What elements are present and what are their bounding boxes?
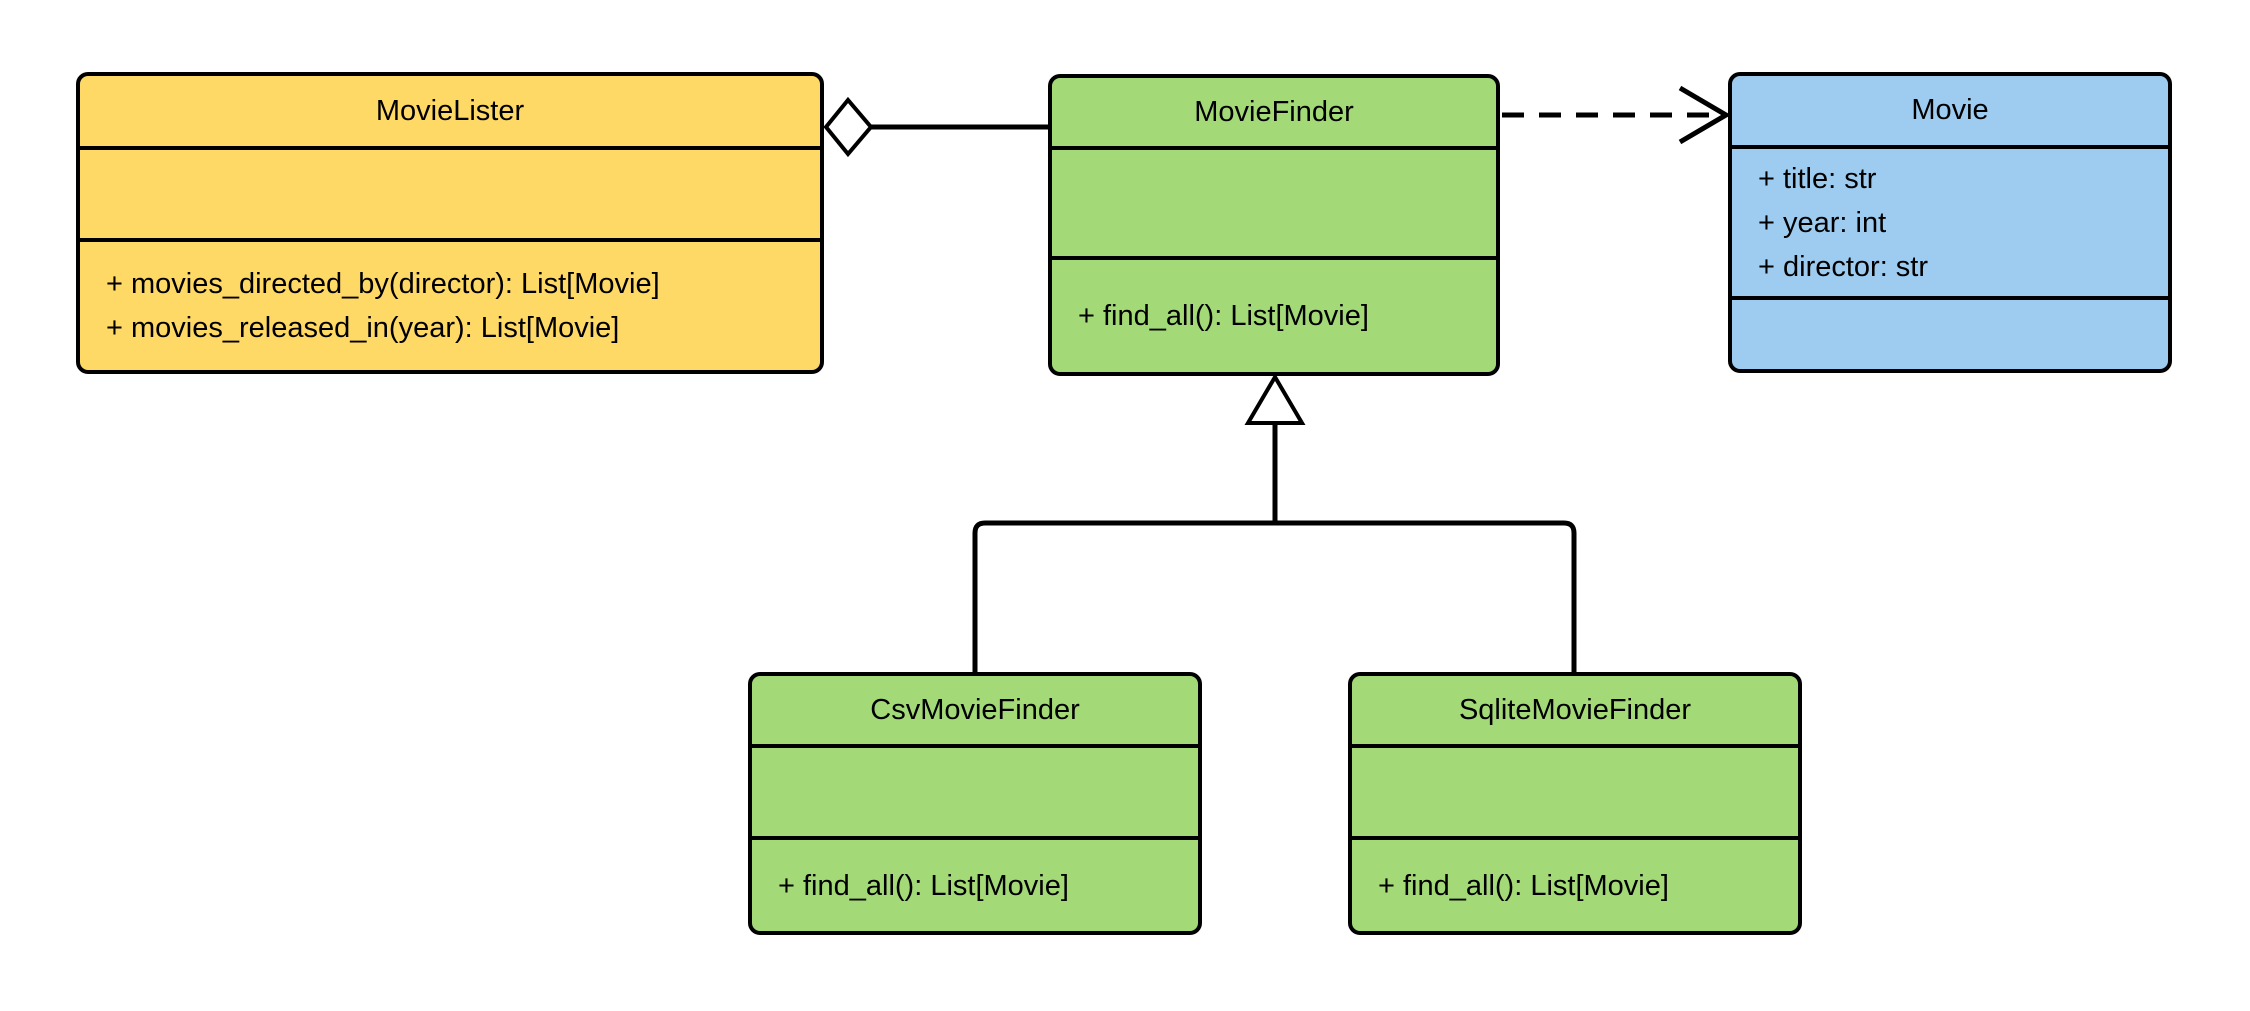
generalization-branch-line	[972, 520, 1577, 672]
class-methods-movie	[1732, 296, 2168, 369]
class-attributes-csvmoviefinder	[752, 744, 1198, 836]
class-attributes-movielister	[80, 146, 820, 238]
class-title-moviefinder: MovieFinder	[1052, 78, 1496, 146]
class-box-sqlitemoviefinder: SqliteMovieFinder + find_all(): List[Mov…	[1348, 672, 1802, 935]
method-label: + find_all(): List[Movie]	[778, 869, 1069, 902]
class-methods-moviefinder: + find_all(): List[Movie]	[1052, 256, 1496, 372]
class-name-label: MovieLister	[375, 94, 525, 127]
attribute-label: + director: str	[1758, 250, 1929, 283]
class-title-sqlitemoviefinder: SqliteMovieFinder	[1352, 676, 1798, 744]
method-label: + movies_released_in(year): List[Movie]	[106, 312, 620, 344]
class-attributes-movie: + title: str + year: int + director: str	[1732, 145, 2168, 296]
class-title-movie: Movie	[1732, 76, 2168, 145]
class-name-label: SqliteMovieFinder	[1458, 693, 1692, 726]
dependency-arrowhead-icon	[1678, 85, 1731, 145]
class-attributes-moviefinder	[1052, 146, 1496, 256]
class-methods-csvmoviefinder: + find_all(): List[Movie]	[752, 836, 1198, 931]
attribute-label: + title: str	[1758, 162, 1877, 195]
class-methods-sqlitemoviefinder: + find_all(): List[Movie]	[1352, 836, 1798, 931]
class-name-label: CsvMovieFinder	[870, 693, 1080, 726]
class-box-moviefinder: MovieFinder + find_all(): List[Movie]	[1048, 74, 1500, 376]
attribute-label: + year: int	[1758, 206, 1887, 239]
class-box-movie: Movie + title: str + year: int + directo…	[1728, 72, 2172, 373]
aggregation-diamond-icon	[823, 96, 874, 158]
class-title-csvmoviefinder: CsvMovieFinder	[752, 676, 1198, 744]
class-methods-movielister: + movies_directed_by(director): List[Mov…	[80, 238, 820, 370]
class-attributes-sqlitemoviefinder	[1352, 744, 1798, 836]
class-box-csvmoviefinder: CsvMovieFinder + find_all(): List[Movie]	[748, 672, 1202, 935]
class-box-movielister: MovieLister + movies_directed_by(directo…	[76, 72, 824, 374]
method-label: + find_all(): List[Movie]	[1078, 300, 1369, 332]
method-label: + movies_directed_by(director): List[Mov…	[106, 268, 660, 300]
class-title-movielister: MovieLister	[80, 76, 820, 146]
class-name-label: MovieFinder	[1194, 95, 1354, 128]
class-name-label: Movie	[1911, 94, 1989, 126]
method-label: + find_all(): List[Movie]	[1378, 869, 1669, 902]
generalization-triangle-icon	[1244, 373, 1306, 425]
